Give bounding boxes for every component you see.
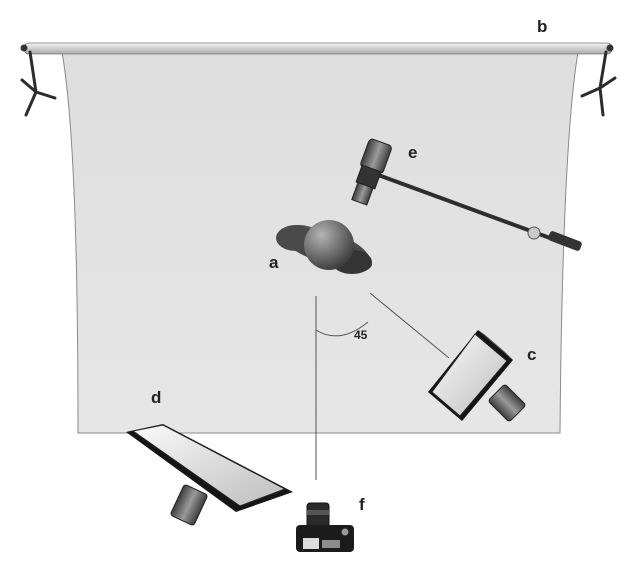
fill-light-stand bbox=[170, 484, 208, 526]
angle-label: 45 bbox=[354, 328, 368, 342]
key-light-softbox-face bbox=[431, 333, 508, 417]
key-light-softbox-side bbox=[478, 330, 513, 360]
label-subject: a bbox=[269, 253, 279, 272]
key-light-stand bbox=[488, 384, 526, 422]
fill-light-softbox-face bbox=[131, 424, 287, 507]
boom-clamp bbox=[527, 226, 541, 240]
hair-light-head bbox=[351, 138, 392, 206]
key-light bbox=[428, 330, 526, 422]
subject-head bbox=[304, 220, 354, 270]
boom-counterweight bbox=[548, 231, 582, 251]
label-hair-light: e bbox=[408, 143, 417, 162]
camera-axis bbox=[315, 292, 450, 480]
boom-arm bbox=[368, 170, 552, 240]
backdrop-roll-end-right bbox=[606, 44, 614, 52]
camera-display bbox=[322, 540, 340, 548]
label-key-light: c bbox=[527, 345, 536, 364]
camera-screen bbox=[303, 538, 319, 549]
camera-dial bbox=[341, 528, 349, 536]
subject bbox=[276, 220, 372, 274]
backdrop-stand-left bbox=[20, 50, 57, 117]
label-backdrop: b bbox=[537, 17, 547, 36]
fill-light bbox=[126, 424, 293, 526]
key-light-axis-line bbox=[369, 292, 450, 359]
backdrop-roll bbox=[23, 42, 613, 55]
hair-light bbox=[351, 138, 582, 251]
label-fill-light: d bbox=[151, 388, 161, 407]
label-camera: f bbox=[359, 495, 365, 514]
backdrop-stand-right bbox=[580, 50, 617, 117]
camera bbox=[296, 502, 354, 552]
angle-arc bbox=[315, 321, 369, 337]
camera-lens-ring bbox=[307, 510, 329, 515]
backdrop-roll-end-left bbox=[20, 44, 28, 52]
